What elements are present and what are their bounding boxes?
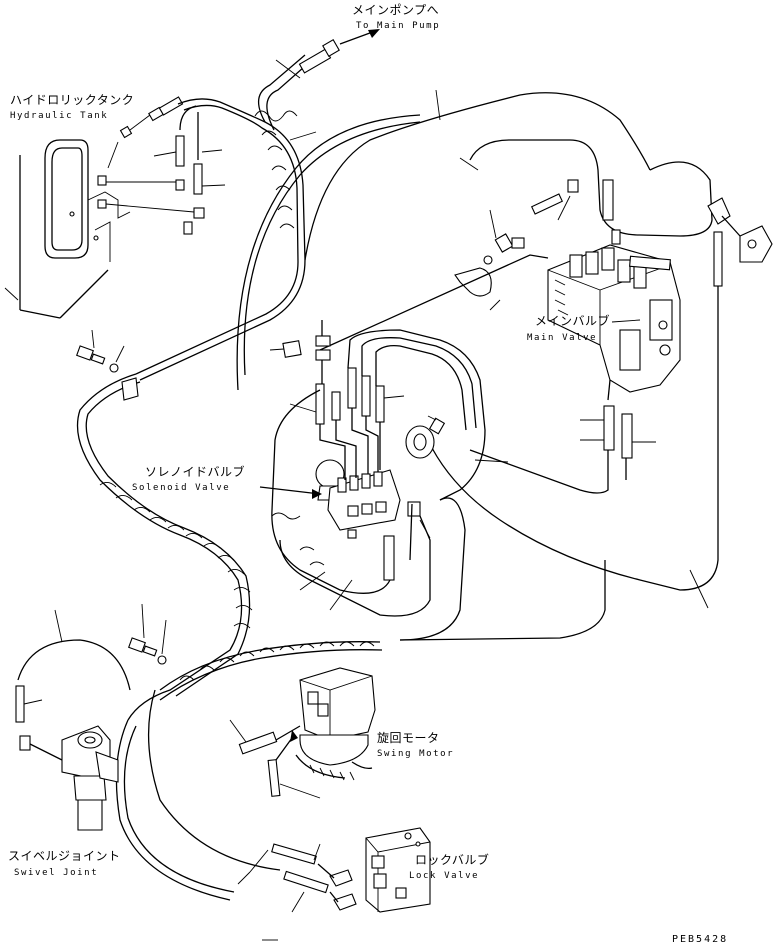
rotary-plate xyxy=(405,415,446,459)
clamp-center xyxy=(319,209,549,351)
solenoid-valve-label-jp: ソレノイドバルブ xyxy=(145,464,245,479)
main-pump-label-jp: メインポンプへ xyxy=(352,3,439,17)
label-swivel-joint: スイベルジョイント Swivel Joint xyxy=(8,849,121,878)
label-main-pump: メインポンプへ To Main Pump xyxy=(352,3,440,31)
main-valve-label-jp: メインバルブ xyxy=(535,313,610,328)
swivel-joint-label-en: Swivel Joint xyxy=(14,868,98,878)
tank-hoses xyxy=(135,54,317,381)
main-pump-label-en: To Main Pump xyxy=(356,21,440,31)
solenoid-pipes xyxy=(269,320,509,501)
label-hydraulic-tank: ハイドロリックタンク Hydraulic Tank xyxy=(10,93,134,121)
label-lock-valve: ロックバルブ Lock Valve xyxy=(409,852,489,881)
hydraulic-tank-label-jp: ハイドロリックタンク xyxy=(10,93,134,107)
label-swing-motor: 旋回モータ Swing Motor xyxy=(377,731,454,759)
label-main-valve: メインバルブ Main Valve xyxy=(527,313,610,343)
swivel-joint xyxy=(15,609,131,831)
lock-valve xyxy=(329,827,431,913)
drawing-code: PEB5428 xyxy=(672,934,728,945)
left-clamp-bolts xyxy=(76,329,167,665)
to-main-pump-fitting xyxy=(298,29,380,74)
hydraulic-tank-label-en: Hydraulic Tank xyxy=(10,111,108,121)
tank-fittings xyxy=(97,96,226,235)
main-valve xyxy=(547,229,681,393)
lock-valve-label-jp: ロックバルブ xyxy=(415,852,489,867)
solenoid-valve xyxy=(259,459,421,581)
label-solenoid-valve: ソレノイドバルブ Solenoid Valve xyxy=(132,464,245,493)
hydraulic-tank xyxy=(4,139,131,319)
main-valve-label-en: Main Valve xyxy=(527,333,597,343)
swing-motor-label-jp: 旋回モータ xyxy=(377,731,440,745)
swing-motor-hoses xyxy=(229,719,321,799)
spiral-wrap-hose xyxy=(76,373,383,901)
swing-motor-label-en: Swing Motor xyxy=(377,749,454,759)
lock-valve-hoses xyxy=(237,843,339,913)
swivel-joint-label-jp: スイベルジョイント xyxy=(8,849,121,863)
main-valve-fittings xyxy=(399,179,773,641)
lock-valve-label-en: Lock Valve xyxy=(409,871,479,881)
swing-motor xyxy=(295,667,376,781)
solenoid-valve-label-en: Solenoid Valve xyxy=(132,483,230,493)
lower-hoses xyxy=(271,389,466,641)
